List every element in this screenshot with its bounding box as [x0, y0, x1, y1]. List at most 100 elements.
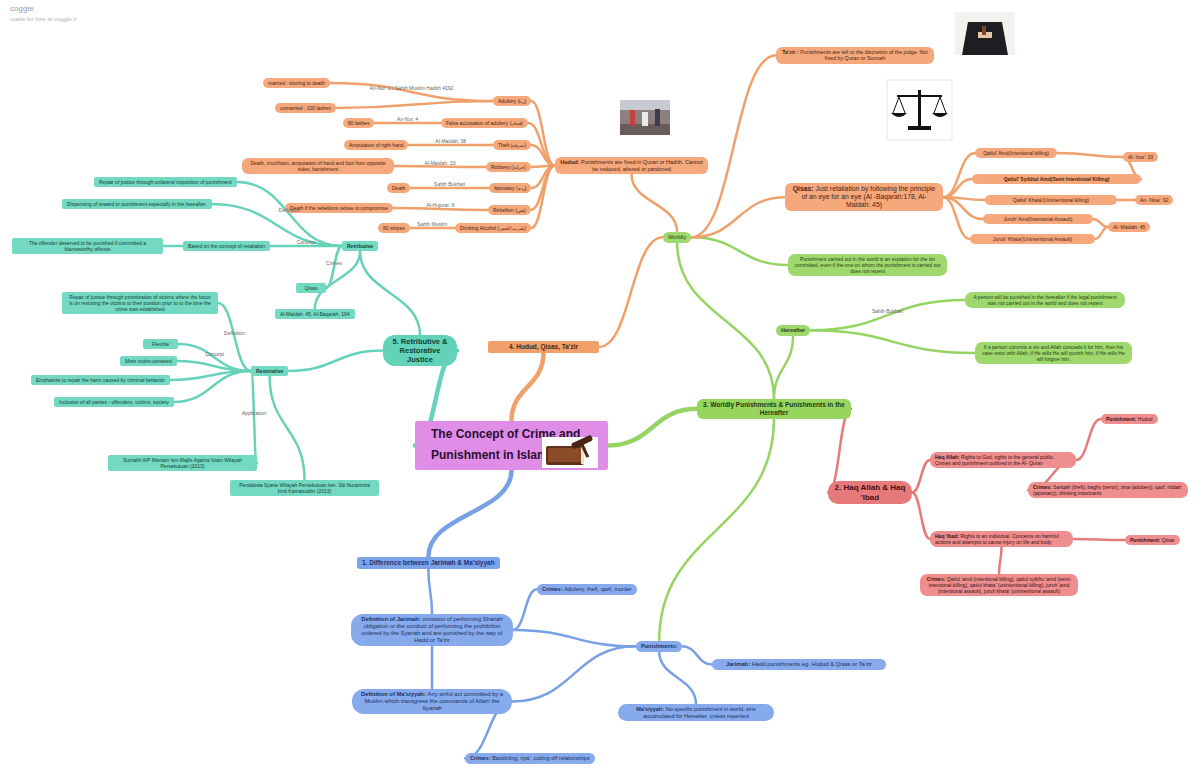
leaf-node: Definition of Ma'siyyah:Any sinful act c…	[352, 689, 512, 714]
branch-connector	[999, 547, 1002, 574]
scale-pan	[932, 113, 948, 117]
branch-connector	[177, 361, 251, 371]
node-text: 80 stripes	[383, 225, 405, 231]
node-text: Sariqah (theft), baghy (terror), zina (a…	[1033, 484, 1181, 496]
branch-node: 5. Retributive & Restorative Justice	[383, 335, 457, 366]
leaf-node: Juruh' Amd(Intentional Assault)	[983, 214, 1093, 224]
branch-connector	[632, 174, 678, 232]
node-heading: Crimes:	[542, 586, 562, 592]
photo-frame	[620, 100, 670, 135]
branch-connector	[270, 245, 342, 248]
edge-label: Al-Hujurat: 9	[427, 202, 455, 208]
branch-connector	[1093, 219, 1108, 227]
gavel-symbol	[982, 26, 986, 35]
branch-connector	[599, 237, 663, 347]
node-text: Robbery (حرابة)	[491, 164, 526, 170]
node-text: Amputation of right hand	[349, 142, 403, 148]
leaf-node: Based on the concept of retaliation	[183, 241, 270, 251]
leaf-node: Theft (سرقة)	[493, 140, 531, 150]
branch-connector	[512, 353, 544, 421]
leaf-node: Apostasy (ردة)	[489, 183, 531, 193]
branch-connector	[943, 179, 972, 197]
leaf-node: Qatlul' Syibhul Amd(Semi Intentional Kil…	[972, 174, 1141, 184]
node-heading: Punishment:	[1106, 416, 1136, 422]
branch-connector	[659, 419, 774, 641]
edge-label: Sahih Bukhari	[872, 308, 903, 314]
leaf-node: Repair of justice through unilateral imp…	[94, 177, 237, 187]
branch-connector	[774, 336, 793, 399]
branch-connector	[251, 371, 257, 463]
node-text: Death, crucifixion, amputation of hand a…	[250, 160, 385, 172]
leaf-node: Crimes:Sariqah (theft), baghy (terror), …	[1028, 482, 1188, 498]
node-text: 80 lashes	[348, 120, 369, 126]
scale-pillar	[918, 90, 921, 128]
node-text: Restorative	[256, 368, 283, 374]
node-text: Based on the concept of retaliation	[188, 243, 265, 249]
node-text: 1. Difference between Jarimah & Ma'siyya…	[362, 559, 495, 566]
image-frame	[887, 80, 952, 140]
edge-label: Application	[242, 410, 266, 416]
branch-connector	[174, 371, 251, 402]
leaf-node: unmarried : 100 lashes	[275, 103, 336, 113]
leaf-node: Haq 'Ibad:Rights to an individual. Conce…	[930, 531, 1073, 547]
scale-strings	[893, 97, 946, 113]
leaf-node: A person will be punished in the hereaft…	[965, 292, 1125, 308]
branch-connector	[360, 251, 420, 335]
branch-connector	[1095, 227, 1108, 239]
leaf-node: married : stoning to death	[263, 78, 330, 88]
branch-connector	[682, 646, 712, 664]
leaf-node: Haq Allah:Rights to God, rights to the g…	[930, 452, 1076, 468]
scales-illustration	[887, 80, 952, 140]
node-heading: Definition of Jarimah:	[361, 616, 421, 622]
branch-connector	[218, 303, 251, 371]
leaf-node: Punishment carried out in the world is a…	[788, 254, 947, 276]
node-heading: Definition of Ma'siyyah:	[361, 691, 426, 697]
node-text: Dispensing of reward or punishment espec…	[67, 201, 207, 207]
leaf-node: Qatlul' Amd(Intentional killing)	[975, 148, 1057, 158]
node-text: Punishment carried out in the world is a…	[795, 256, 941, 274]
leaf-node: Ta'zir :Punishments are left to the disc…	[776, 47, 934, 64]
branch-connector	[237, 182, 342, 246]
branch-connector	[1073, 539, 1125, 540]
branch-connector	[691, 55, 776, 237]
branch-connector	[393, 208, 488, 210]
branch-connector	[428, 470, 511, 557]
leaf-node: Adultery (زنا)	[493, 96, 531, 106]
node-text: Qisas	[305, 285, 318, 291]
node-text: If a person commits a sin and Allah conc…	[982, 344, 1125, 362]
leaf-node: Jarimah:Hadd punishments eg. Hudud & Qis…	[712, 659, 886, 670]
edge-label: Definition	[279, 207, 300, 213]
leaf-node: False accusation of adultery (قذف)	[441, 118, 528, 128]
branch-connector	[410, 227, 455, 230]
branch-connector	[288, 351, 383, 372]
node-heading: Ta'zir :	[782, 49, 798, 55]
branch-connector	[531, 101, 555, 166]
branch-node: 2. Haq Allah & Haq 'Ibad	[828, 481, 912, 504]
leaf-node: Hudud:Punishments are fixed in Quran or …	[555, 157, 708, 174]
node-text: Repair of justice through prioritization…	[69, 294, 211, 312]
leaf-node: Juruh' Khata'(Unintentional Assault)	[970, 234, 1095, 244]
node-heading: Haq Allah:	[935, 454, 960, 460]
branch-node: 1. Difference between Jarimah & Ma'siyya…	[357, 557, 500, 569]
branch-connector	[431, 646, 434, 689]
node-text: Al- Maidah: 45	[1113, 224, 1145, 230]
leaf-node: Emphasize to repair the harm caused by c…	[31, 375, 170, 385]
edge-label: An-Nur: 4	[397, 116, 418, 122]
node-heading: Haq 'Ibad:	[935, 533, 959, 539]
node-text: Pendakwa Syarie Wilayah Persekutuan lwn.…	[239, 482, 370, 494]
edge-label: Concept	[297, 239, 316, 245]
branch-connector	[912, 460, 930, 493]
node-text: Hudud	[1138, 416, 1153, 422]
leaf-node: Robbery (حرابة)	[486, 162, 531, 172]
branch-connector	[374, 122, 441, 125]
central-topic: The Concept of Crime and Punishment in I…	[415, 421, 608, 470]
leaf-node: Death, crucifixion, amputation of hand a…	[242, 158, 394, 174]
node-heading: Qisas:	[793, 185, 814, 192]
node-text: Drinking Alcohol (شرب الخمر)	[460, 225, 526, 231]
node-heading: Crimes:	[927, 576, 946, 582]
branch-connector	[691, 197, 785, 237]
branch-connector	[528, 123, 555, 166]
execution-photo	[620, 100, 670, 135]
